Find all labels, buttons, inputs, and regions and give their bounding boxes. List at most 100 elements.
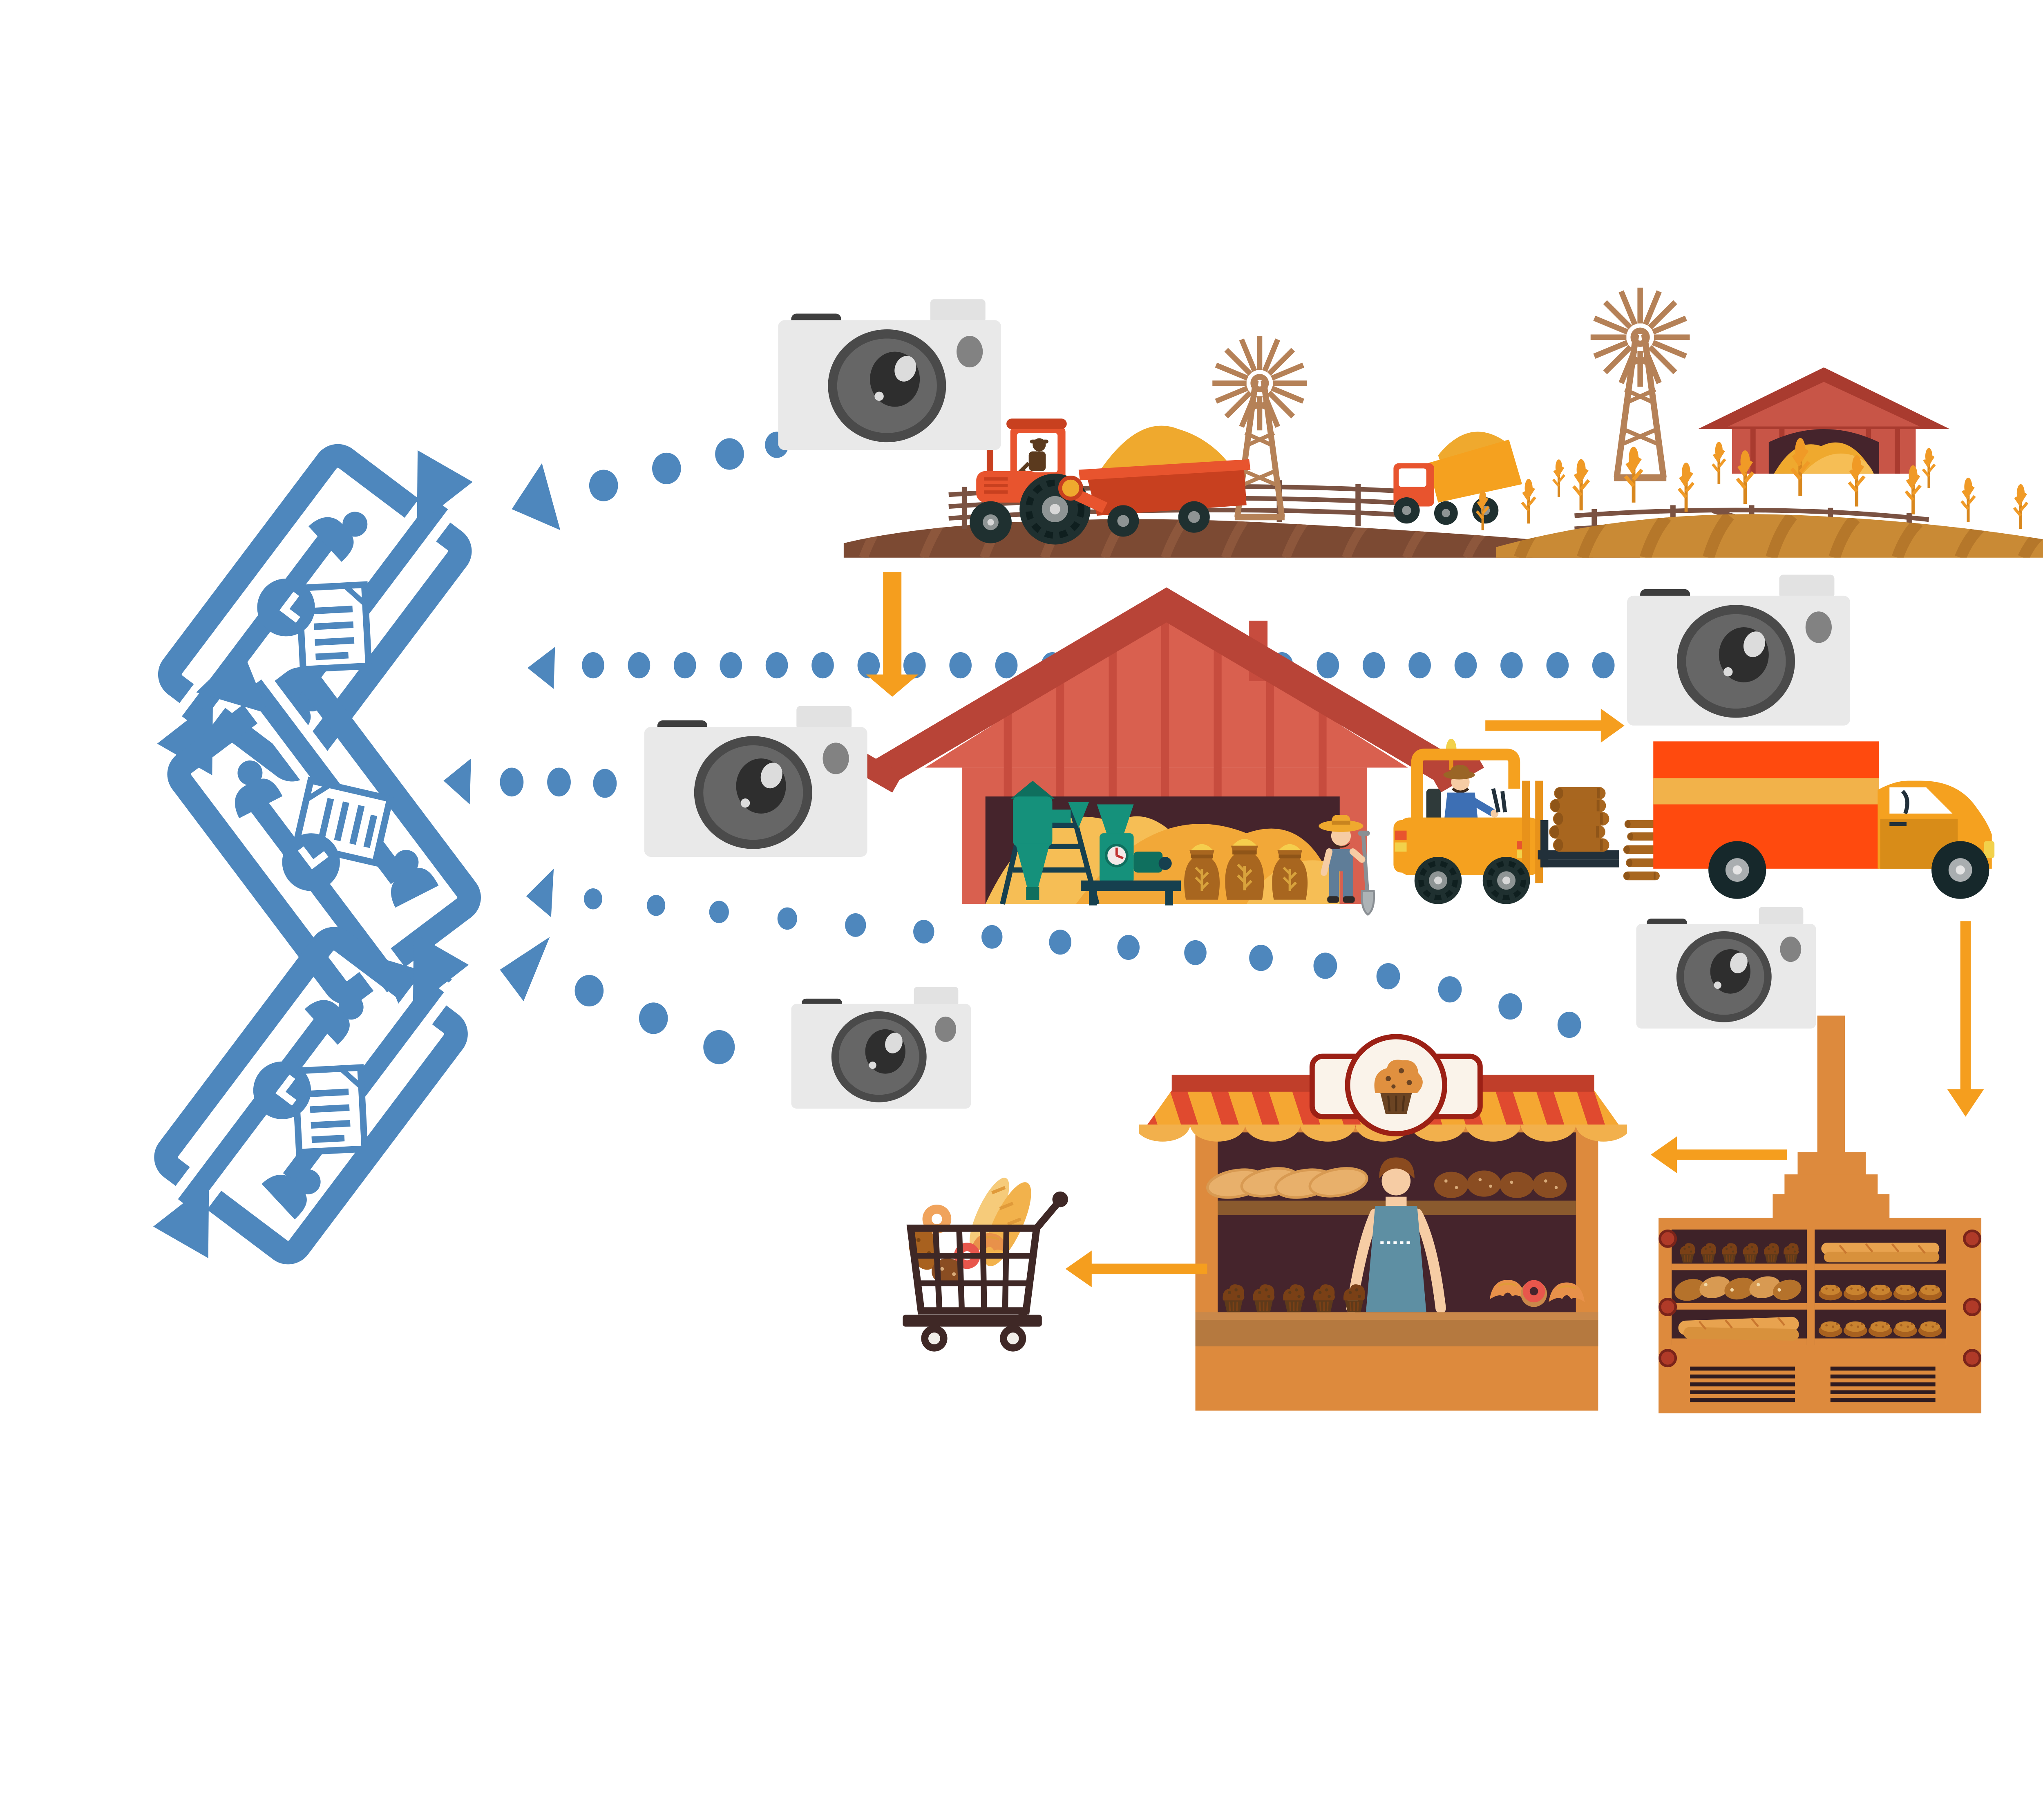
data-dot: [652, 452, 681, 484]
data-line-storage: [443, 758, 617, 805]
sack-stack-on-fork: [1549, 787, 1609, 852]
dump-truck: [1393, 432, 1522, 525]
dotted-line: [500, 767, 617, 798]
data-dot: [720, 652, 742, 679]
camera-icon-transport: [1627, 575, 1850, 726]
trailer-box: [1086, 465, 1247, 516]
data-dot: [574, 975, 604, 1007]
data-dot: [674, 652, 696, 679]
cart-frame: [906, 1201, 1061, 1324]
factory-knobs: [1659, 1229, 1982, 1368]
flow-arrow-truck-to-factory: [1947, 921, 1984, 1117]
data-dot: [582, 652, 604, 679]
data-dot: [1249, 945, 1273, 971]
bakery-sign: [1309, 1034, 1483, 1136]
data-dot: [639, 1002, 668, 1034]
grain-sacks: [1184, 839, 1308, 900]
baker-apron: [1366, 1206, 1426, 1312]
data-dot: [949, 652, 972, 679]
barn-roof: [874, 587, 1459, 786]
factory-chimney: [1817, 1015, 1845, 1155]
data-flow-lines: [443, 432, 1615, 1064]
data-arrowhead-icon: [512, 463, 561, 530]
baker-cap: [1379, 1157, 1415, 1178]
baked-goods-left-window: [1674, 1242, 1802, 1341]
seat: [1426, 788, 1441, 823]
storage-barn-scene: [849, 587, 1484, 916]
dotted-line: [584, 888, 1581, 1038]
shovel-handle: [1361, 836, 1369, 891]
dotted-line: [574, 975, 735, 1064]
baker-figure: [1346, 1157, 1446, 1314]
grinder-machine: [1081, 804, 1181, 906]
bakery-stall-scene: [1139, 1034, 1627, 1411]
data-dot: [903, 652, 926, 679]
factory-vents: [1690, 1366, 1936, 1402]
bakery-factory-scene: [1659, 1015, 1982, 1413]
data-dot: [981, 925, 1003, 949]
data-dot: [765, 652, 788, 679]
data-dot: [1500, 652, 1523, 679]
data-arrowhead-icon: [527, 647, 555, 689]
overhead-guard: [1411, 749, 1520, 823]
transaction-records: [126, 405, 509, 1304]
data-dot: [1546, 652, 1569, 679]
farm-scene: [843, 288, 2043, 558]
data-dot: [913, 920, 934, 944]
shovel-blade: [1361, 890, 1375, 916]
data-dot: [1317, 652, 1339, 679]
cart-handle: [1052, 1191, 1068, 1207]
data-dot: [1498, 993, 1522, 1020]
farmer-figure: [1319, 815, 1375, 916]
data-dot: [1184, 940, 1207, 965]
muffin-icon: [1374, 1060, 1423, 1114]
data-dot: [777, 907, 797, 930]
data-dot: [1313, 952, 1337, 979]
straw-hat: [1319, 820, 1363, 832]
dotted-line: [582, 652, 1615, 679]
flow-arrow-shop-to-cart: [1065, 1250, 1207, 1288]
flow-arrow-storage-to-truck: [1485, 709, 1625, 743]
cargo-stripe: [1653, 778, 1879, 805]
camera-icon-factory: [1636, 907, 1816, 1029]
data-dot: [547, 767, 571, 797]
counter-goods: [1222, 1280, 1585, 1313]
exhaust-pipe: [986, 450, 993, 474]
camera-icon-farm: [778, 299, 1001, 450]
data-dot: [1049, 930, 1072, 955]
data-arrowhead-icon: [443, 758, 471, 805]
tipper-bed: [1427, 439, 1522, 503]
tractor-driver: [1017, 438, 1048, 476]
fork-pallet: [1538, 850, 1619, 860]
windmill-icon: [1591, 288, 1690, 478]
grain-trailer: [1058, 425, 1251, 537]
cargo-box: [1653, 741, 1879, 869]
delivery-truck: [1653, 741, 1995, 899]
data-line-factory: [526, 868, 1581, 1038]
record-card-icon-bottom: [126, 888, 496, 1304]
data-dot: [1454, 652, 1477, 679]
data-dot: [715, 438, 744, 470]
data-dot: [1362, 652, 1385, 679]
data-line-farm: [512, 432, 789, 530]
shopping-cart: [903, 1178, 1068, 1352]
data-dot: [1557, 1011, 1581, 1038]
data-dot: [1408, 652, 1431, 679]
product-flow-arrows: [866, 572, 1984, 1288]
data-line-transport: [527, 647, 1615, 689]
data-arrowhead-icon: [500, 937, 550, 1002]
data-dot: [593, 769, 617, 798]
camera-icon-shop: [791, 987, 971, 1109]
data-dot: [845, 913, 866, 937]
data-dot: [995, 652, 1018, 679]
camera-icon-storage: [644, 706, 867, 857]
data-dot: [1438, 976, 1462, 1003]
sales-counter: [1195, 1320, 1598, 1346]
mustache: [1332, 842, 1350, 848]
baked-goods-right-window: [1818, 1243, 1942, 1337]
data-dot: [857, 652, 880, 679]
mast: [1522, 780, 1530, 883]
logistics-scene: [1393, 738, 1995, 904]
headlight: [1984, 841, 1995, 859]
